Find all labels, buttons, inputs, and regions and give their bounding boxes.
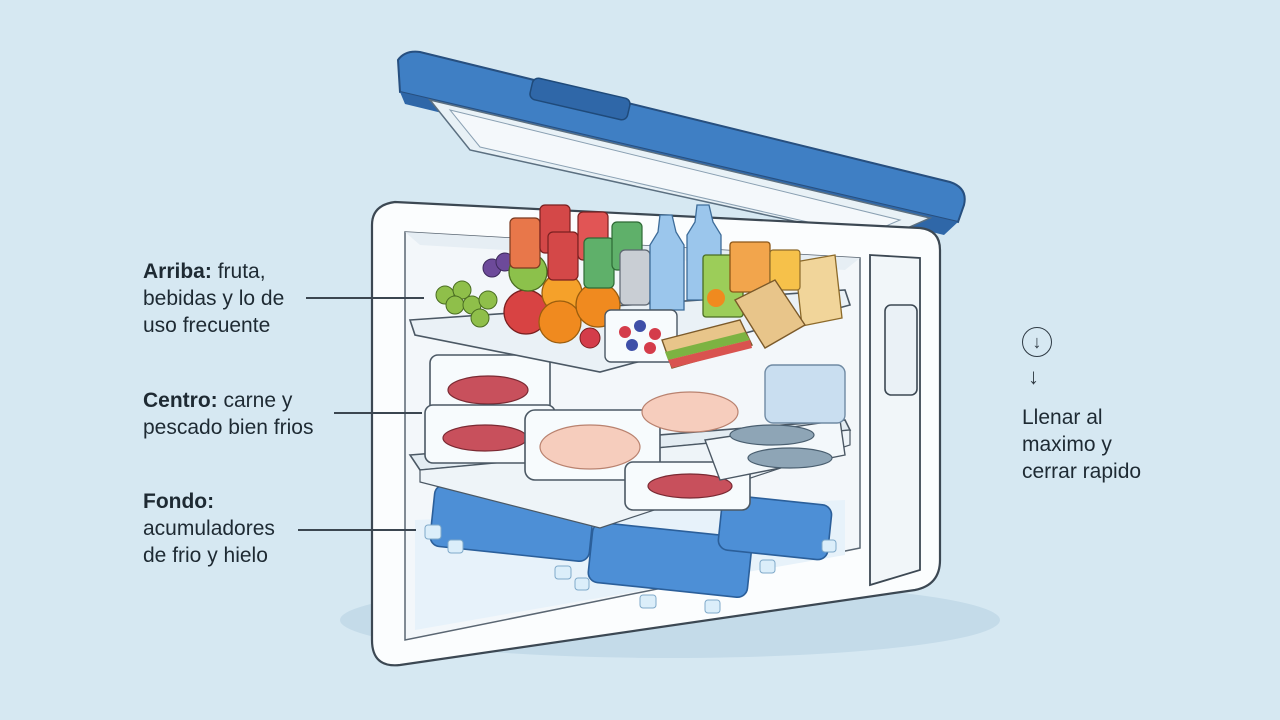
tip-text: Llenar al maximo y cerrar rapido [1022,404,1172,485]
label-bottom-layer: Fondo: acumuladores de frio y hielo [143,488,303,569]
fish [730,425,814,445]
label-bottom-line-2: acumuladores [143,515,303,542]
fish [748,448,832,468]
ice-cube [760,560,775,573]
side-handle [885,305,917,395]
tip-line-1: Llenar al [1022,404,1172,431]
label-bottom-line-3: de frio y hielo [143,542,303,569]
leader-line-top [306,297,424,299]
ice-cube [575,578,589,590]
label-top-bold: Arriba: [143,260,212,283]
steak [448,376,528,404]
label-top-line-3: uso frecuente [143,312,323,339]
chicken [642,392,738,432]
ice-cube [705,600,720,613]
water-pack [765,365,845,423]
label-top-line-2: bebidas y lo de [143,285,323,312]
label-middle-bold: Centro: [143,389,218,412]
ice-cube [425,525,441,539]
leader-line-middle [334,412,422,414]
tip-line-2: maximo y [1022,431,1172,458]
arrow-down-circle-icon: ↓ [1022,327,1052,357]
soda-can [510,218,540,268]
ice-cube [822,540,836,552]
label-middle-line-2: pescado bien frios [143,414,343,441]
juice-box [730,242,770,292]
label-top-layer: Arriba: fruta, bebidas y lo de uso frecu… [143,258,323,339]
soda-can [620,250,650,305]
tip-line-3: cerrar rapido [1022,458,1172,485]
label-bottom-bold: Fondo: [143,490,214,513]
label-middle-layer: Centro: carne y pescado bien frios [143,387,343,441]
label-top-line-1: fruta, [212,260,266,283]
steak [443,425,527,451]
ice-cube [555,566,571,579]
chicken [540,425,640,469]
arrow-down-icon: ↓ [1028,364,1039,390]
snack-bag [795,255,842,326]
leader-line-bottom [298,529,416,531]
soda-can [584,238,614,288]
label-middle-line-1: carne y [218,389,293,412]
ice-cube [448,540,463,553]
strawberry [580,328,600,348]
ice-cube [640,595,656,608]
soda-can [548,232,578,280]
orange [539,301,581,343]
arrow-down-glyph: ↓ [1033,332,1042,353]
